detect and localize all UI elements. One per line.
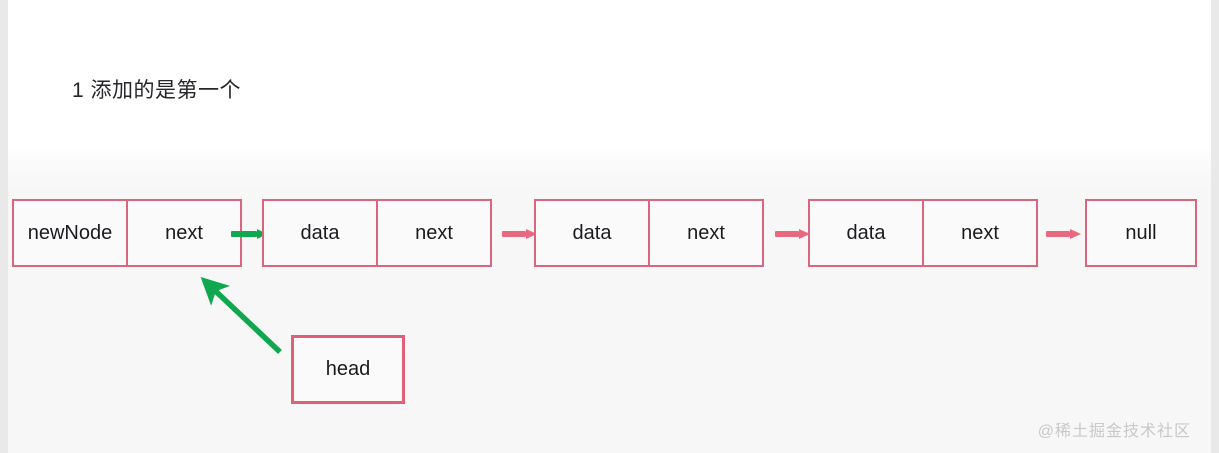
node-cell-newnode-next: next	[127, 199, 242, 267]
head-pointer-box: head	[291, 335, 405, 404]
cell-label: next	[165, 221, 203, 244]
node-cell-1-next: next	[377, 199, 492, 267]
node-cell-newnode-data: newNode	[12, 199, 127, 267]
node-cell-2-next: next	[649, 199, 764, 267]
cell-label: null	[1125, 221, 1157, 244]
cell-label: next	[687, 221, 725, 244]
cell-label: next	[961, 221, 999, 244]
page-title: 1 添加的是第一个	[72, 79, 242, 102]
page-edge-left	[0, 0, 11, 453]
node-cell-2-data: data	[534, 199, 649, 267]
head-label: head	[325, 358, 371, 380]
cell-label: data	[572, 221, 612, 244]
arrow-node1-to-node2	[502, 229, 537, 239]
node-cell-null: null	[1085, 199, 1197, 267]
cell-label: next	[415, 221, 453, 244]
node-cell-3-data: data	[808, 199, 923, 267]
page-edge-right	[1208, 0, 1219, 453]
arrow-node2-to-node3	[775, 229, 810, 239]
cell-label: data	[300, 221, 340, 244]
cell-label: newNode	[27, 221, 113, 244]
node-cell-1-data: data	[262, 199, 377, 267]
page-surface: 1 添加的是第一个 newNode next data next data	[8, 0, 1211, 453]
node-cell-3-next: next	[923, 199, 1038, 267]
cell-label: data	[846, 221, 886, 244]
watermark: @稀土掘金技术社区	[1037, 423, 1191, 440]
arrow-node3-to-null	[1046, 229, 1081, 239]
arrow-head-to-newnode-next	[200, 276, 282, 354]
